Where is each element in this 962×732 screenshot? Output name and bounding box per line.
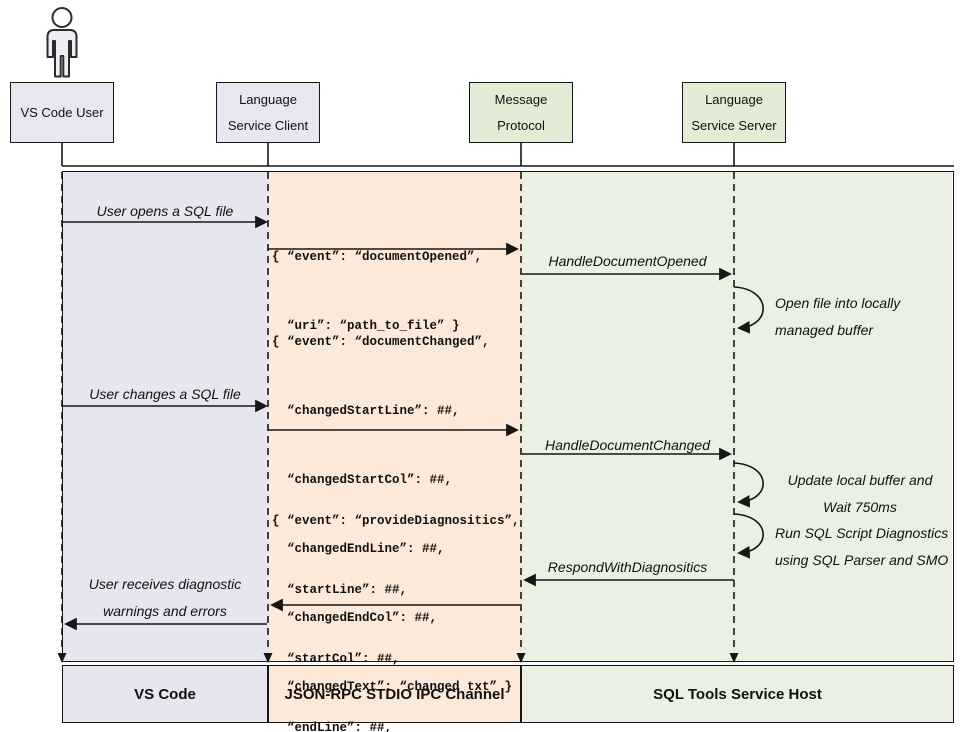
payload-line: “startLine”: ##, [272,583,408,597]
payload-line: { “event”: “documentOpened”, [272,250,483,264]
note-open-file-buffer: Open file into locally managed buffer [775,290,900,344]
payload-line: “endLine”: ##, [272,721,393,732]
payload-document-changed: { “event”: “documentChanged”, “changedSt… [272,285,512,732]
payload-line: “changedStartLine”: ##, [272,404,460,418]
payload-line: “changedStartCol”: ##, [272,473,453,487]
lane-ipc-band [269,172,522,661]
actor-label: Protocol [497,117,545,133]
note-line: managed buffer [775,322,874,338]
message-respond-with-diagnositics: RespondWithDiagnositics [547,559,708,575]
lane-box-vscode: VS Code [62,665,268,723]
note-line: Run SQL Script Diagnostics [775,525,949,541]
message-user-receives-line2: warnings and errors [103,603,227,619]
payload-line: { “event”: “provideDiagnositics”, [272,514,520,528]
actor-label: Language [239,91,297,107]
lifeline-band [62,171,954,662]
actor-label: Message [494,91,548,107]
payload-line: “changedEndLine”: ##, [272,542,445,556]
message-user-receives-line1: User receives diagnostic [88,576,242,592]
lane-label: SQL Tools Service Host [653,685,822,703]
actor-label: VS Code User [20,104,104,120]
actor-box-language-service-server: Language Service Server [682,82,786,143]
actor-label: Language [705,91,763,107]
message-handle-document-changed: HandleDocumentChanged [545,437,710,453]
actor-box-language-service-client: Language Service Client [216,82,320,143]
note-run-diagnostics: Run SQL Script Diagnostics using SQL Par… [775,520,948,574]
message-user-changes-sql-file: User changes a SQL file [89,386,241,402]
lane-label: JSON-RPC STDIO IPC Channel [284,685,505,703]
message-handle-document-opened: HandleDocumentOpened [548,253,707,269]
lane-sqltools-band [522,172,952,661]
payload-document-opened: { “event”: “documentOpened”, “uri”: “pat… [272,200,482,384]
actor-label: Service Server [691,117,777,133]
payload-line: “uri”: “path_to_file” } [272,319,460,333]
lane-vscode-band [63,172,269,661]
note-line: using SQL Parser and SMO [775,552,949,568]
lifeline-stubs [61,143,954,167]
payload-provide-diagnositics: { “event”: “provideDiagnositics”, “start… [272,464,520,732]
lane-label: VS Code [134,685,196,703]
note-update-buffer-wait: Update local buffer and Wait 750ms [770,467,950,521]
actor-label: Service Client [227,117,309,133]
payload-line: “startCol”: ##, [272,652,400,666]
message-user-opens-sql-file: User opens a SQL file [96,203,234,219]
person-icon [46,7,78,78]
note-line: Open file into locally [775,295,901,311]
payload-line: “changedText”: “changed txt” } [272,680,513,694]
note-line: Wait 750ms [823,499,897,515]
lane-box-sql-tools-service-host: SQL Tools Service Host [521,665,954,723]
payload-line: “changedEndCol”: ##, [272,611,438,625]
actor-box-message-protocol: Message Protocol [469,82,573,143]
lane-box-jsonrpc-channel: JSON-RPC STDIO IPC Channel [268,665,521,723]
note-line: Update local buffer and [787,472,933,488]
actor-box-vscode-user: VS Code User [10,82,114,143]
payload-line: { “event”: “documentChanged”, [272,335,490,349]
